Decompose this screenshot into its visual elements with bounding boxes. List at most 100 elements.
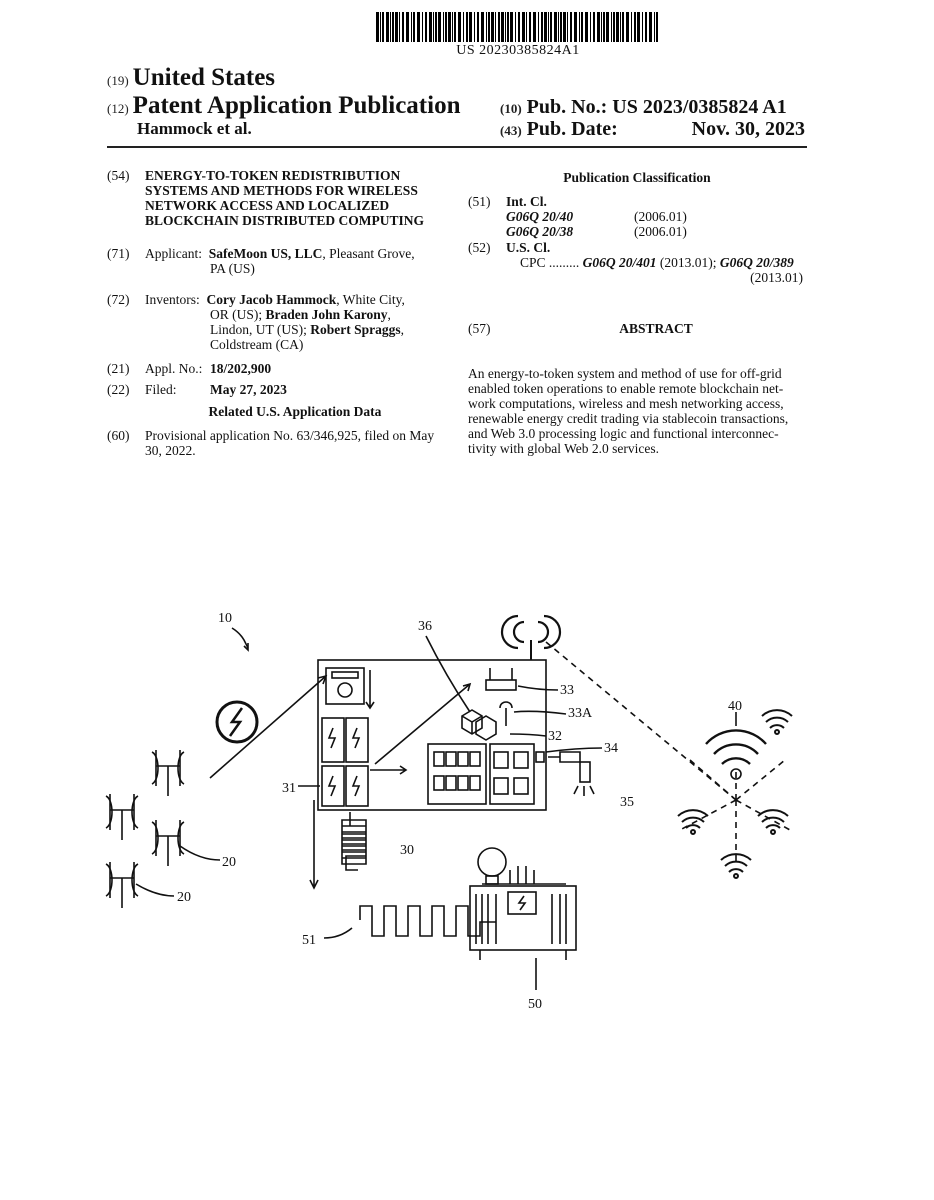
diag-arrow-mid — [374, 683, 471, 765]
barcode-bar — [448, 12, 451, 42]
barcode-bar — [395, 12, 398, 42]
ref-34-leader — [545, 747, 603, 753]
inventors-label: Inventors: — [145, 292, 200, 307]
abstract-heading: ABSTRACT — [619, 321, 693, 336]
barcode-bar — [631, 12, 632, 42]
barcode-bar — [544, 12, 547, 42]
router-33 — [485, 679, 517, 691]
barcode-bar — [417, 12, 420, 42]
cpc-code-2: G06Q 20/389 — [719, 255, 794, 270]
controller-screen — [331, 671, 359, 679]
antenna-waves — [500, 614, 562, 650]
barcode-bar — [498, 12, 500, 42]
inventor-1: Cory Jacob Hammock — [206, 292, 337, 307]
barcode-bar — [488, 12, 490, 42]
ref-10: 10 — [218, 611, 232, 626]
cpc-label: CPC ......... — [520, 255, 580, 270]
country-code: (19) — [107, 73, 129, 88]
barcode-bar — [541, 12, 543, 42]
applicant-code: (71) — [107, 246, 130, 261]
outlet-34 — [535, 751, 545, 763]
title-line: NETWORK ACCESS AND LOCALIZED — [145, 198, 390, 213]
country-line: (19) United States — [107, 64, 275, 92]
barcode-bar — [558, 12, 559, 42]
barcode-bar — [574, 12, 577, 42]
barcode-bar — [579, 12, 580, 42]
related-heading: Related U.S. Application Data — [208, 404, 382, 419]
barcode-bar — [510, 12, 513, 42]
barcode-bar — [554, 12, 557, 42]
classification-heading: Publication Classification — [563, 170, 711, 185]
barcode-bar — [429, 12, 432, 42]
light-35 — [579, 761, 591, 783]
prov-code: (60) — [107, 428, 130, 443]
barcode-bar — [491, 12, 494, 42]
router-antenna — [489, 668, 513, 680]
barcode-bar — [454, 12, 456, 42]
ref-35: 35 — [620, 795, 634, 810]
pub-date-code: (43) — [500, 123, 522, 138]
barcode-bar — [654, 12, 655, 42]
battery-bank-31 — [321, 717, 369, 807]
network-dash-3 — [679, 759, 791, 864]
barcode-bar — [501, 12, 504, 42]
applicant-name: SafeMoon US, LLC — [208, 246, 323, 261]
barcode-bar — [422, 12, 423, 42]
appl-code: (21) — [107, 361, 130, 376]
barcode-bar — [649, 12, 652, 42]
ref-36: 36 — [418, 619, 432, 634]
barcode-bar — [593, 12, 595, 42]
barcode-bar — [518, 12, 520, 42]
barcode-bar — [402, 12, 404, 42]
prov-line: Provisional application No. 63/346,925, … — [145, 428, 435, 443]
pub-date: Nov. 30, 2023 — [691, 118, 805, 140]
barcode-bar — [645, 12, 647, 42]
barcode-bar — [616, 12, 619, 42]
barcode-bar — [425, 12, 427, 42]
right-column: Publication Classification (51) Int. Cl.… — [468, 170, 806, 470]
abstract-line: work computations, wireless and mesh net… — [468, 396, 784, 411]
barcode-bar — [474, 12, 475, 42]
ref-32: 32 — [548, 729, 562, 744]
ref-20b-leader — [135, 883, 175, 897]
intcl-row: G06Q 20/40 (2006.01) — [506, 209, 806, 224]
light-rays — [573, 785, 595, 796]
barcode-bar — [560, 12, 562, 42]
wifi-icon-tl — [761, 709, 793, 735]
barcode-bar — [438, 12, 441, 42]
coil-51-horizontal — [359, 905, 496, 937]
barcode-bar — [563, 12, 566, 42]
wind-turbines-20 — [105, 750, 185, 908]
intcl-row: G06Q 20/38 (2006.01) — [506, 224, 806, 239]
pub-no-label: Pub. No.: — [526, 96, 608, 118]
barcode-bar — [507, 12, 509, 42]
controller-cycle-icon — [337, 682, 353, 698]
pub-no-code: (10) — [500, 101, 522, 116]
wifi-icon-l — [677, 809, 709, 835]
barcode-bar — [590, 12, 591, 42]
plug-cable — [548, 751, 581, 763]
filed-code: (22) — [107, 382, 130, 397]
barcode-bar — [626, 12, 629, 42]
intcl-code-1: G06Q 20/40 — [506, 209, 574, 224]
ref-51-leader — [323, 927, 353, 939]
barcode-bar — [611, 12, 612, 42]
ref-33: 33 — [560, 683, 574, 698]
network-dash-1 — [545, 641, 737, 801]
ref-51: 51 — [302, 933, 316, 948]
barcode-bar — [380, 12, 381, 42]
down-arrow — [365, 670, 375, 710]
ref-20a-leader — [179, 845, 221, 861]
ref-40: 40 — [728, 699, 742, 714]
barcode-bar — [435, 12, 437, 42]
down-arrow-left — [309, 800, 319, 890]
title-line: SYSTEMS AND METHODS FOR WIRELESS — [145, 183, 418, 198]
barcode-number: US 20230385824A1 — [456, 43, 580, 58]
barcode-bar — [433, 12, 434, 42]
barcode-bar — [613, 12, 615, 42]
filed-date: May 27, 2023 — [210, 382, 287, 397]
barcode-bar — [445, 12, 447, 42]
title-line: ENERGY-TO-TOKEN REDISTRIBUTION — [145, 168, 401, 183]
ref-10-arrowhead — [243, 643, 249, 652]
